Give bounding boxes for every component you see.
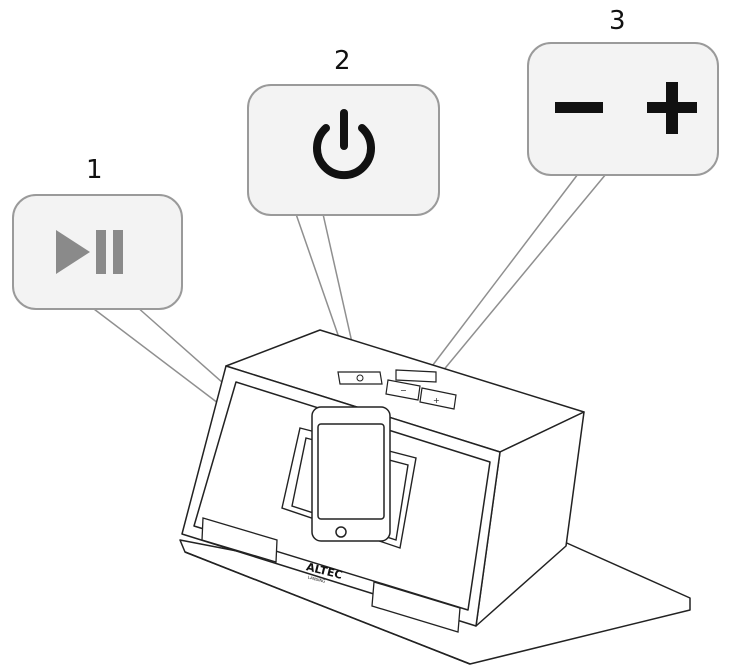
device-plus-label: + <box>433 396 440 405</box>
plus-icon-vertical <box>666 82 678 134</box>
device-power-button <box>337 371 383 385</box>
callout-play-pause <box>12 194 183 310</box>
device-power-glyph <box>356 374 364 382</box>
device-plus-button <box>419 387 457 410</box>
left-speaker-grille <box>201 517 278 563</box>
device-minus-button <box>385 379 421 401</box>
right-speaker-grille <box>371 581 461 633</box>
play-pause-icon <box>56 230 123 274</box>
volume-minus-plus-icon <box>555 82 697 134</box>
ipod <box>311 406 391 542</box>
minus-icon <box>555 102 603 113</box>
callout-power <box>247 84 440 216</box>
power-icon <box>313 109 375 180</box>
device-minus-label: − <box>400 386 407 395</box>
callout-volume <box>527 42 719 176</box>
callout-number-3: 3 <box>609 6 626 36</box>
callout-number-1: 1 <box>86 155 103 185</box>
callout-number-2: 2 <box>334 46 351 76</box>
brand-logo-subtext: LANSING <box>307 575 326 584</box>
